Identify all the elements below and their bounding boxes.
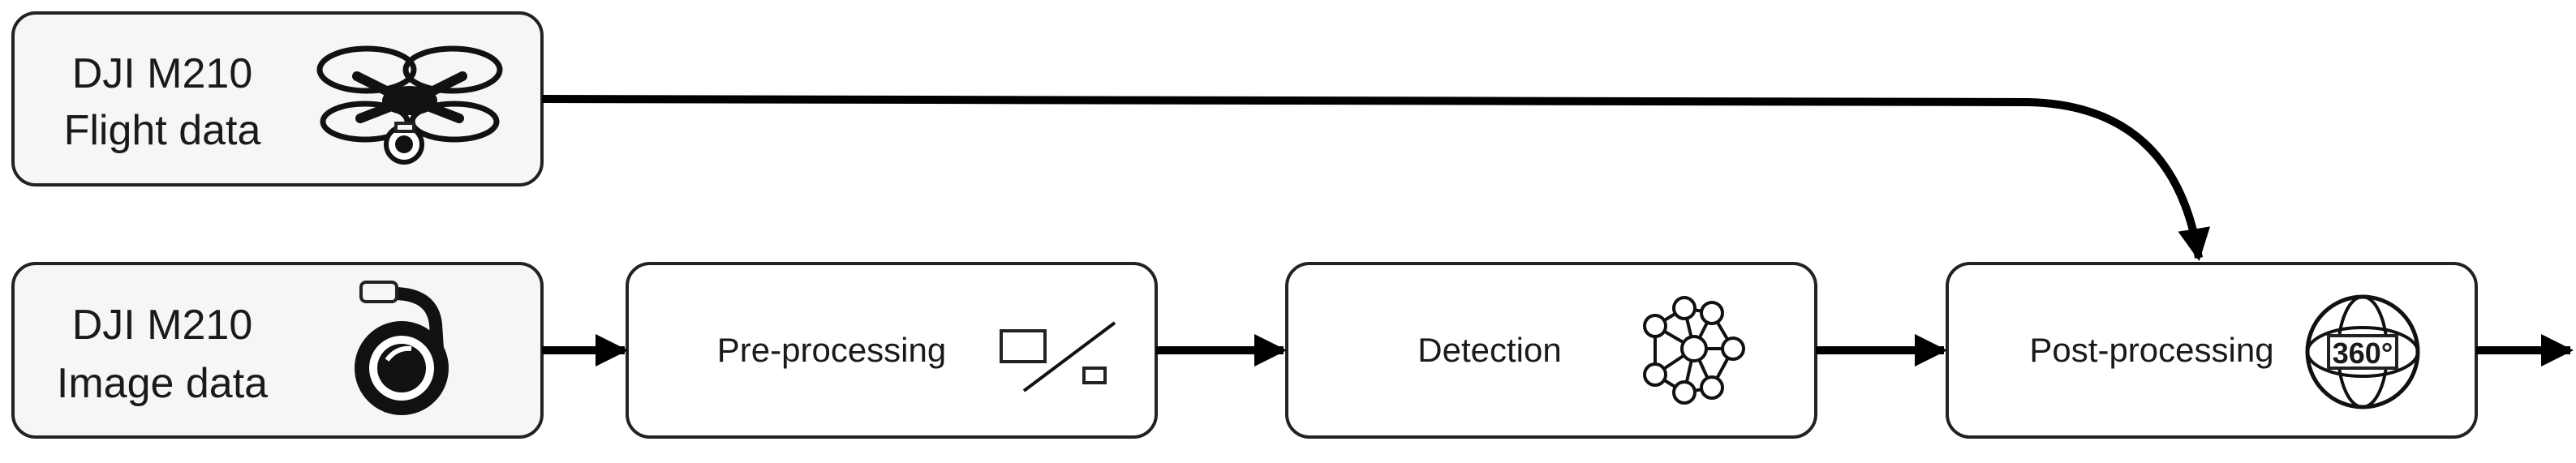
detection-node: Detection xyxy=(1285,262,1817,439)
flight-data-subtitle: Flight data xyxy=(64,107,261,154)
preprocessing-label: Pre-processing xyxy=(717,331,946,369)
image-data-subtitle: Image data xyxy=(57,360,268,407)
360-icon-text: 360° xyxy=(2333,337,2393,370)
resize-icon xyxy=(1000,321,1116,392)
preprocessing-node: Pre-processing xyxy=(626,262,1158,439)
flight-data-title: DJI M210 xyxy=(72,50,253,97)
postprocessing-label: Post-processing xyxy=(2029,331,2273,369)
image-data-node: DJI M210 Image data xyxy=(11,262,544,439)
detection-label: Detection xyxy=(1417,331,1561,369)
flight-data-node: DJI M210 Flight data xyxy=(11,11,544,186)
360-view-icon: 360° xyxy=(2305,294,2420,409)
drone-icon xyxy=(316,45,503,165)
postprocessing-node: Post-processing 360° xyxy=(1946,262,2478,439)
image-data-title: DJI M210 xyxy=(72,302,253,349)
neural-network-icon xyxy=(1643,296,1745,405)
gimbal-camera-icon xyxy=(355,281,449,415)
arrow-flight-to-postprocessing xyxy=(541,95,2211,261)
